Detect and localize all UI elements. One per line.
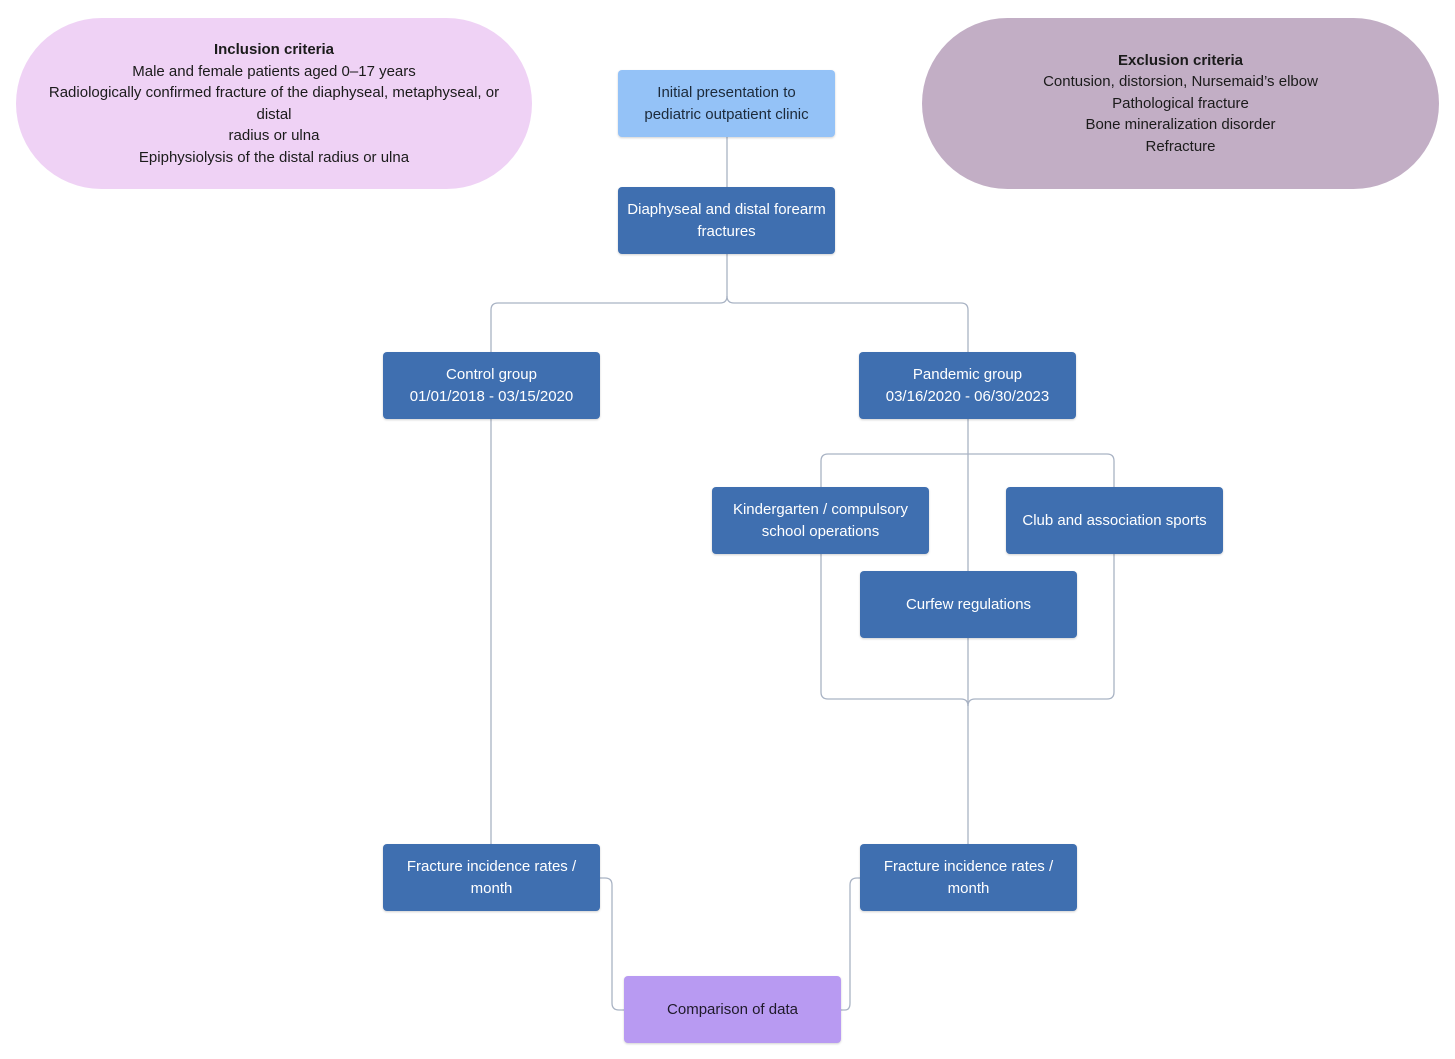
exclusion-line: Bone mineralization disorder (1085, 116, 1276, 134)
inclusion-title: Inclusion criteria (213, 41, 335, 58)
box-text-line: Initial presentation to (657, 84, 796, 101)
box-text-line: Fracture incidence rates / (883, 858, 1054, 875)
inclusion-criteria-oval: Inclusion criteria Male and female patie… (16, 18, 532, 189)
comparison-of-data-box: Comparison of data (624, 976, 841, 1043)
exclusion-title: Exclusion criteria (1117, 51, 1244, 69)
exclusion-line: Refracture (1145, 137, 1216, 155)
connector-pandemic-rates-to-comparison (841, 877, 860, 1011)
exclusion-criteria-oval: Exclusion criteria Contusion, distorsion… (922, 18, 1439, 189)
exclusion-line: Pathological fracture (1112, 94, 1249, 112)
exclusion-line: Contusion, distorsion, Nursemaid’s elbow (1043, 73, 1318, 91)
box-text-line: Kindergarten / compulsory (732, 501, 909, 518)
box-text-line: fractures (697, 222, 756, 240)
connector-club-merge (967, 554, 1115, 707)
connector-control-rates-to-comparison (600, 877, 624, 1011)
box-text-line: pediatric outpatient clinic (644, 105, 809, 123)
box-text-line: 03/16/2020 - 06/30/2023 (885, 387, 1050, 405)
box-text-line: Diaphyseal and distal forearm (627, 201, 826, 218)
curfew-regulations-box: Curfew regulations (860, 571, 1077, 638)
club-sports-box: Club and association sports (1006, 487, 1223, 554)
box-text-line: 01/01/2018 - 03/15/2020 (409, 387, 574, 405)
box-text-line: month (470, 879, 513, 897)
connector-fractures-to-pandemic (726, 295, 969, 352)
inclusion-line: radius or ulna (228, 127, 320, 144)
pandemic-fracture-rates-box: Fracture incidence rates / month (860, 844, 1077, 911)
box-text-line: Curfew regulations (905, 595, 1032, 613)
control-fracture-rates-box: Fracture incidence rates / month (383, 844, 600, 911)
box-text-line: school operations (761, 522, 880, 540)
control-group-box: Control group 01/01/2018 - 03/15/2020 (383, 352, 600, 419)
inclusion-line: Epiphysiolysis of the distal radius or u… (138, 148, 410, 166)
box-text-line: Comparison of data (667, 1000, 798, 1018)
connector-pandemic-to-kindergarten (820, 419, 969, 487)
initial-presentation-box: Initial presentation to pediatric outpat… (618, 70, 835, 137)
inclusion-line: Radiologically confirmed fracture of the… (48, 84, 500, 123)
box-text-line: Fracture incidence rates / (406, 858, 577, 875)
box-text-line: Club and association sports (1022, 511, 1207, 529)
inclusion-line: Male and female patients aged 0–17 years (132, 62, 416, 80)
connector-pandemic-to-club (968, 453, 1115, 487)
kindergarten-school-box: Kindergarten / compulsory school operati… (712, 487, 929, 554)
connector-kindergarten-merge (820, 554, 969, 707)
box-text-line: month (947, 879, 990, 897)
connector-fractures-split (490, 254, 728, 352)
forearm-fractures-box: Diaphyseal and distal forearm fractures (618, 187, 835, 254)
box-text-line: Pandemic group (912, 366, 1023, 383)
box-text-line: Control group (446, 366, 537, 383)
pandemic-group-box: Pandemic group 03/16/2020 - 06/30/2023 (859, 352, 1076, 419)
